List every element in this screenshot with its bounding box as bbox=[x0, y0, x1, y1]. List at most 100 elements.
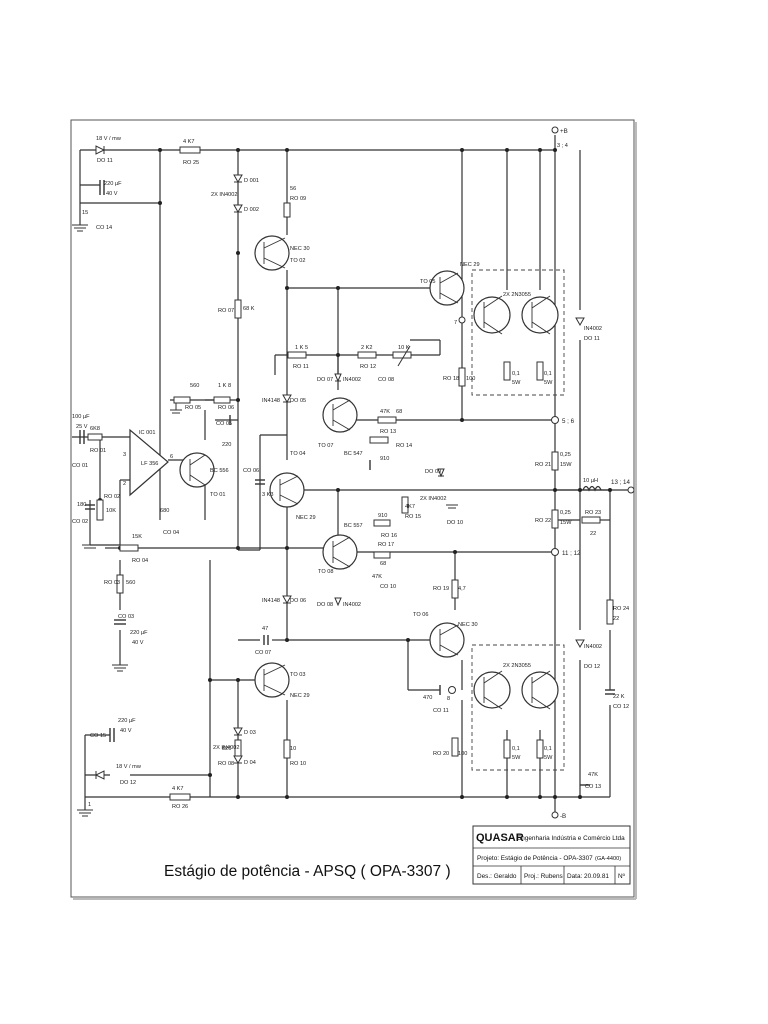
component-labels: +B -B 3 ; 4 5 ; 6 11 ; 12 13 ; 14 15 1 2… bbox=[72, 128, 630, 820]
component-label: 2X 2N3055 bbox=[503, 663, 531, 669]
component-label: CO 07 bbox=[255, 650, 271, 656]
node-1112-label: 11 ; 12 bbox=[562, 550, 581, 557]
component-label: 4 K7 bbox=[183, 139, 195, 145]
component-label: 910 bbox=[380, 456, 389, 462]
component-label: 0,25 bbox=[560, 452, 571, 458]
to02-transistor bbox=[254, 235, 290, 271]
component-label: 22 bbox=[613, 616, 619, 622]
component-label: TO 08 bbox=[318, 569, 333, 575]
component-label: DO 07 bbox=[317, 377, 333, 383]
terminals bbox=[448, 126, 635, 819]
component-label: 680 bbox=[160, 508, 169, 514]
diagram-title: Estágio de potência - APSQ ( OPA-3307 ) bbox=[164, 863, 451, 880]
component-label: TO 01 bbox=[210, 492, 225, 498]
component-label: RO 05 bbox=[185, 405, 201, 411]
component-label: 220 µF bbox=[118, 718, 136, 724]
node-15-label: 15 bbox=[82, 210, 88, 216]
out-transistor-4 bbox=[521, 671, 559, 709]
component-label: 3 K3 bbox=[262, 492, 274, 498]
component-label: DO 06 bbox=[290, 598, 306, 604]
to07-transistor bbox=[322, 397, 358, 433]
component-label: NEC 30 bbox=[458, 622, 478, 628]
component-label: DO 11 bbox=[97, 158, 113, 164]
title-block: QUASAR Engenharia Indústria e Comércio L… bbox=[472, 825, 631, 885]
component-label: TO 03 bbox=[290, 672, 305, 678]
component-label: LF 356 bbox=[141, 461, 158, 467]
component-label: IN4002 bbox=[584, 326, 602, 332]
component-label: 5W bbox=[544, 755, 553, 761]
component-label: CO 02 bbox=[72, 519, 88, 525]
node-1-label: 1 bbox=[88, 802, 91, 808]
component-label: CO 12 bbox=[613, 704, 629, 710]
junction-dots bbox=[98, 148, 612, 799]
component-label: DO 05 bbox=[290, 398, 306, 404]
component-label: CO 13 bbox=[585, 784, 601, 790]
component-label: RO 13 bbox=[380, 429, 396, 435]
number-field: Nº bbox=[618, 873, 626, 880]
component-label: 4 K7 bbox=[172, 786, 184, 792]
node-3-label: 3 bbox=[123, 452, 126, 458]
component-label: TO 04 bbox=[290, 451, 305, 457]
component-label: RO 16 bbox=[381, 533, 397, 539]
inductor bbox=[582, 485, 602, 492]
component-label: 5W bbox=[512, 380, 521, 386]
component-label: NEC 29 bbox=[296, 515, 316, 521]
node-34-label: 3 ; 4 bbox=[557, 143, 568, 149]
component-label: RO 17 bbox=[378, 542, 394, 548]
company-subtitle: Engenharia Indústria e Comércio Ltda bbox=[517, 835, 625, 842]
node-6-label: 6 bbox=[170, 454, 173, 460]
component-label: 15W bbox=[560, 462, 572, 468]
node-8-label: 8 bbox=[447, 696, 450, 702]
to01-transistor bbox=[179, 452, 215, 488]
component-label: 40 V bbox=[132, 640, 144, 646]
component-label: 100 µF bbox=[72, 414, 90, 420]
component-label: 2X 2N3055 bbox=[503, 292, 531, 298]
component-label: DO 12 bbox=[584, 664, 600, 670]
component-label: RO 01 bbox=[90, 448, 106, 454]
project-code: (GA-4400) bbox=[595, 856, 621, 862]
component-label: 40 V bbox=[120, 728, 132, 734]
component-label: 100 bbox=[466, 376, 475, 382]
component-label: 1 K 8 bbox=[218, 383, 231, 389]
component-label: TO 06 bbox=[413, 612, 428, 618]
component-label: TO 05 bbox=[420, 279, 435, 285]
component-label: IN4148 bbox=[262, 598, 280, 604]
component-label: D 04 bbox=[244, 760, 256, 766]
out-transistor-2 bbox=[521, 296, 559, 334]
component-label: CO 04 bbox=[163, 530, 179, 536]
component-label: 68 K bbox=[243, 306, 255, 312]
component-label: D 001 bbox=[244, 178, 259, 184]
component-label: IC 001 bbox=[139, 430, 155, 436]
component-label: 1 K 5 bbox=[295, 345, 308, 351]
minus-b-label: -B bbox=[560, 813, 566, 820]
component-label: 100 bbox=[458, 751, 467, 757]
component-label: 0,1 bbox=[512, 371, 520, 377]
component-label: 22 bbox=[590, 531, 596, 537]
component-label: 220 bbox=[222, 442, 231, 448]
resistors bbox=[87, 146, 614, 801]
component-label: DO 12 bbox=[120, 780, 136, 786]
component-label: TO 02 bbox=[290, 258, 305, 264]
component-label: RO 21 bbox=[535, 462, 551, 468]
sheet-border bbox=[70, 119, 635, 898]
pot-wiper bbox=[397, 345, 411, 367]
proj-field: Proj.: Rubens bbox=[524, 873, 563, 880]
to05-transistor bbox=[429, 270, 465, 306]
component-label: 220 µF bbox=[130, 630, 148, 636]
component-label: 2X IN4002 bbox=[213, 745, 239, 751]
component-label: 47K bbox=[380, 409, 390, 415]
component-label: RO 24 bbox=[613, 606, 629, 612]
component-label: RO 18 bbox=[443, 376, 459, 382]
component-label: NEC 29 bbox=[460, 262, 480, 268]
node-2-label: 2 bbox=[123, 481, 126, 487]
component-label: 470 bbox=[423, 695, 432, 701]
component-label: 0,1 bbox=[544, 371, 552, 377]
component-label: 5W bbox=[512, 755, 521, 761]
transistors bbox=[179, 235, 559, 709]
component-label: BC 547 bbox=[344, 451, 363, 457]
component-label: DO 08 bbox=[317, 602, 333, 608]
transistor-leads bbox=[189, 237, 551, 710]
node-1314-label: 13 ; 14 bbox=[611, 479, 630, 486]
component-label: CO 10 bbox=[380, 584, 396, 590]
